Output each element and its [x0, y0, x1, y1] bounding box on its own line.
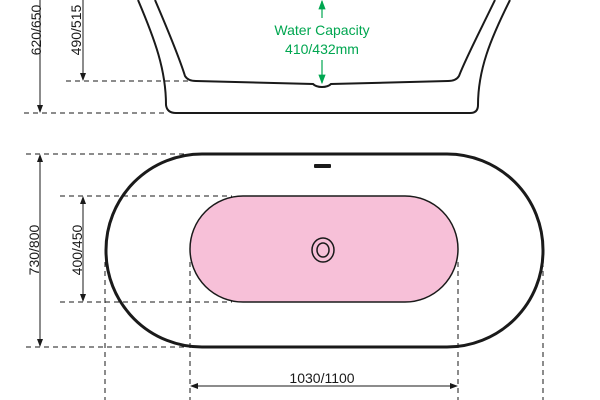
side-view — [137, 0, 511, 114]
tub-inner-profile — [154, 0, 496, 89]
water-capacity-title: Water Capacity — [274, 22, 369, 38]
tub-outer-profile — [137, 0, 511, 114]
water-capacity-value: 410/432mm — [285, 41, 359, 57]
outer-width-label: 730/800 — [26, 224, 42, 275]
total-height-label: 620/650 — [28, 4, 44, 55]
tub-basin — [189, 195, 459, 303]
inner-width-label: 400/450 — [69, 224, 85, 275]
top-dim-extension-lines — [26, 153, 544, 400]
drain-outer-icon — [311, 237, 335, 263]
inner-length-label: 1030/1100 — [289, 370, 354, 386]
drain-inner-icon — [316, 242, 330, 258]
overflow-icon — [314, 164, 331, 168]
side-dim-extension-lines — [24, 80, 190, 114]
depth-label: 490/515 — [68, 4, 84, 55]
